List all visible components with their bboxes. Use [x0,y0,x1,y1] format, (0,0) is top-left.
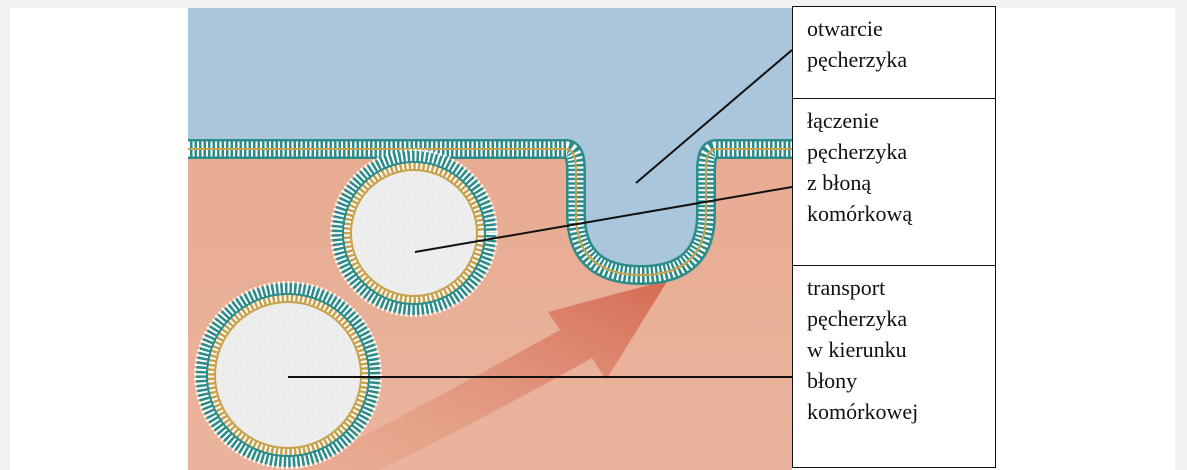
label-transport-line-5: komórkowej [807,396,987,427]
label-opening-line-2: pęcherzyka [807,44,987,75]
label-transport-line-1: transport [807,272,987,303]
label-fusion-line-3: z błoną [807,167,987,198]
label-transport-line-3: w kierunku [807,334,987,365]
vesicle-lower [196,283,380,467]
label-fusion-line-2: pęcherzyka [807,136,987,167]
label-fusion-line-1: łączenie [807,105,987,136]
vesicle-upper [332,151,496,315]
label-transport: transport pęcherzyka w kierunku błony ko… [792,265,996,468]
label-opening-line-1: otwarcie [807,13,987,44]
label-transport-line-2: pęcherzyka [807,303,987,334]
label-opening: otwarcie pęcherzyka [792,6,996,99]
label-transport-line-4: błony [807,365,987,396]
label-fusion-line-4: komórkową [807,198,987,229]
label-fusion: łączenie pęcherzyka z błoną komórkową [792,98,996,266]
cell-scene [188,8,792,470]
